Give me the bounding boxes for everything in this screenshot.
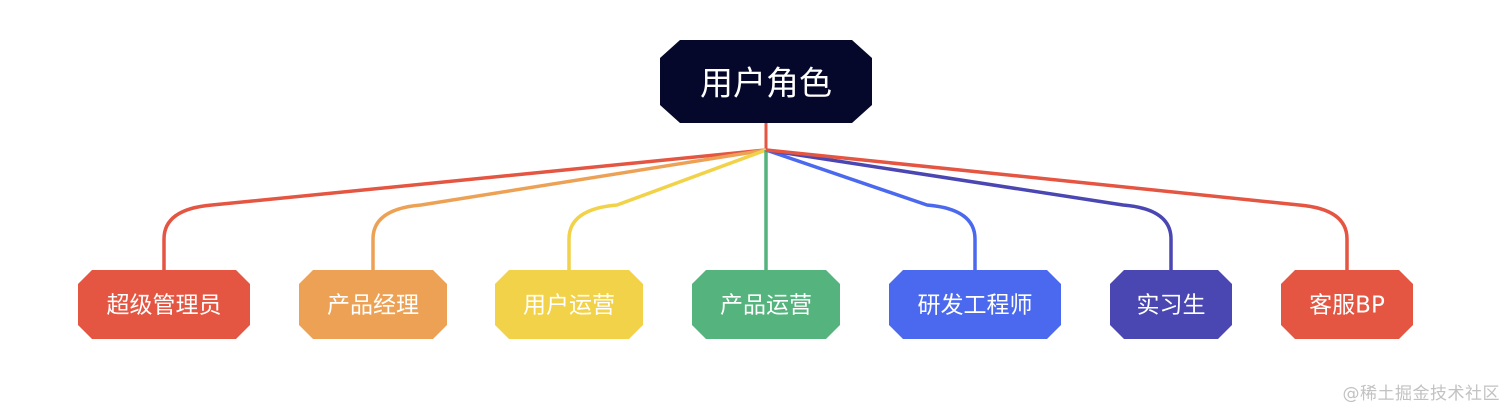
connector-line-7	[765, 148, 1349, 270]
child-node-shape	[78, 270, 250, 339]
child-node-label: 研发工程师	[918, 293, 1033, 319]
child-node-4[interactable]: 产品运营	[692, 270, 840, 339]
connector-line-2	[371, 148, 767, 270]
child-node-label: 实习生	[1137, 293, 1206, 319]
child-node-2[interactable]: 产品经理	[299, 270, 447, 339]
child-node-5[interactable]: 研发工程师	[889, 270, 1061, 339]
child-node-6[interactable]: 实习生	[1110, 270, 1232, 339]
root-node-label: 用户角色	[700, 64, 832, 103]
connector-line-6	[765, 148, 1173, 270]
child-node-shape	[299, 270, 447, 339]
child-node-shape	[495, 270, 643, 339]
connector-lines	[162, 123, 1349, 270]
connector-line-3	[567, 148, 767, 270]
child-node-label: 客服BP	[1309, 293, 1385, 319]
child-node-1[interactable]: 超级管理员	[78, 270, 250, 339]
child-node-label: 用户运营	[523, 293, 615, 319]
child-node-7[interactable]: 客服BP	[1281, 270, 1413, 339]
child-node-label: 产品运营	[720, 293, 812, 319]
child-node-3[interactable]: 用户运营	[495, 270, 643, 339]
connector-line-1	[162, 148, 767, 270]
root-node[interactable]: 用户角色	[660, 40, 872, 123]
root-node-shape	[660, 40, 872, 123]
child-node-label: 产品经理	[327, 293, 419, 319]
child-node-shape	[889, 270, 1061, 339]
child-node-shape	[1281, 270, 1413, 339]
child-nodes: 超级管理员 产品经理 用户运营 产品运营 研发工程师 实习生 客服BP	[78, 270, 1413, 339]
child-node-shape	[692, 270, 840, 339]
watermark: @稀土掘金技术社区	[1342, 384, 1500, 404]
child-node-label: 超级管理员	[107, 293, 222, 319]
connector-line-5	[765, 148, 977, 270]
child-node-shape	[1110, 270, 1232, 339]
